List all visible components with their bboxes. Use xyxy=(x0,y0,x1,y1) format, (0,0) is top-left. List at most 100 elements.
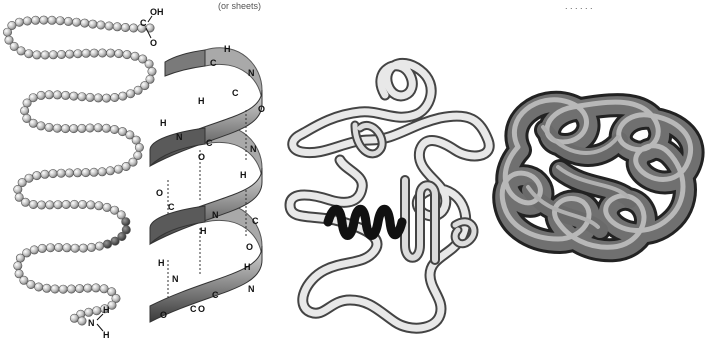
tertiary-structure-folded-ribbon xyxy=(290,63,489,328)
amino-acid-bead xyxy=(46,201,54,209)
amino-acid-bead xyxy=(14,262,22,270)
amino-acid-bead xyxy=(81,19,89,27)
helix-atom-label: N xyxy=(212,210,219,220)
amino-acid-bead xyxy=(103,203,111,211)
helix-atom-label: O xyxy=(258,104,265,114)
amino-acid-bead xyxy=(97,21,105,29)
helix-atom-label: H xyxy=(160,118,167,128)
helix-atom-label: C xyxy=(206,138,213,148)
amino-acid-bead xyxy=(57,169,65,177)
chain-hydrogen-bottom-label: H xyxy=(103,330,110,340)
helix-atom-label: H xyxy=(198,96,205,106)
amino-acid-bead xyxy=(67,285,75,293)
amino-acid-bead xyxy=(41,51,49,59)
amino-acid-bead xyxy=(61,124,69,132)
helix-atom-label: N xyxy=(248,284,255,294)
chain-nitrogen-label: N xyxy=(88,318,95,328)
helix-atom-label: O xyxy=(246,242,253,252)
secondary-structure-alpha-helix: CHNCHONHCONHCONHCONHCONHCO xyxy=(150,44,265,322)
amino-acid-bead xyxy=(78,317,86,325)
amino-acid-bead xyxy=(29,200,37,208)
amino-acid-bead xyxy=(82,49,90,57)
amino-acid-bead xyxy=(20,107,28,115)
helix-atom-label: H xyxy=(244,262,251,272)
amino-acid-bead xyxy=(78,200,86,208)
amino-acid-bead xyxy=(40,16,48,24)
amino-acid-bead xyxy=(119,92,127,100)
amino-acid-bead xyxy=(111,93,119,101)
helix-atom-label: O xyxy=(198,152,205,162)
amino-acid-bead xyxy=(122,162,130,170)
amino-acid-bead xyxy=(105,22,113,30)
amino-acid-bead xyxy=(84,284,92,292)
amino-acid-bead xyxy=(115,49,123,57)
amino-acid-bead xyxy=(25,50,33,58)
chain-hydrogen-top-label: H xyxy=(103,305,110,315)
helix-atom-label: C xyxy=(252,216,259,226)
amino-acid-bead xyxy=(63,244,71,252)
amino-acid-bead xyxy=(3,28,11,36)
chain-carbon-label: C xyxy=(140,18,147,28)
amino-acid-bead xyxy=(65,169,73,177)
amino-acid-bead xyxy=(14,185,22,193)
amino-acid-bead xyxy=(62,200,70,208)
amino-acid-bead xyxy=(56,17,64,25)
amino-acid-bead xyxy=(38,244,46,252)
amino-acid-bead xyxy=(78,124,86,132)
amino-acid-bead xyxy=(61,91,69,99)
helix-atom-label: H xyxy=(200,226,207,236)
amino-acid-bead xyxy=(126,90,134,98)
helix-atom-label: H xyxy=(158,258,165,268)
amino-acid-bead xyxy=(35,283,43,291)
amino-acid-bead xyxy=(23,99,31,107)
amino-acid-bead xyxy=(98,168,106,176)
helix-atom-label: C xyxy=(232,88,239,98)
helix-atom-label: C xyxy=(210,58,217,68)
amino-acid-bead xyxy=(51,285,59,293)
amino-acid-bead xyxy=(70,200,78,208)
amino-acid-bead xyxy=(94,94,102,102)
chain-hydroxyl-label: OH xyxy=(150,7,164,17)
helix-atom-label: N xyxy=(250,144,257,154)
amino-acid-bead xyxy=(102,124,110,132)
amino-acid-bead xyxy=(87,201,95,209)
amino-acid-bead xyxy=(59,285,67,293)
helix-atom-label: H xyxy=(224,44,231,54)
amino-acid-bead xyxy=(106,49,114,57)
helix-atom-label: C xyxy=(190,304,197,314)
amino-acid-bead xyxy=(86,93,94,101)
amino-acid-bead xyxy=(16,254,24,262)
amino-acid-bead xyxy=(70,92,78,100)
amino-acid-bead xyxy=(70,314,78,322)
amino-acid-bead xyxy=(89,20,97,28)
amino-acid-bead xyxy=(92,284,100,292)
amino-acid-bead xyxy=(45,123,53,131)
amino-acid-bead xyxy=(73,169,81,177)
helix-atom-label: N xyxy=(248,68,255,78)
amino-acid-bead xyxy=(43,284,51,292)
amino-acid-bead xyxy=(37,91,45,99)
amino-acid-bead xyxy=(41,170,49,178)
helix-atom-label: O xyxy=(160,310,167,320)
folded-ribbon-outline xyxy=(290,63,489,328)
helix-atom-label: O xyxy=(198,304,205,314)
amino-acid-bead xyxy=(113,23,121,31)
amino-acid-bead xyxy=(46,244,54,252)
amino-acid-bead xyxy=(23,17,31,25)
amino-acid-bead xyxy=(94,124,102,132)
amino-acid-beads xyxy=(3,16,156,325)
amino-acid-bead xyxy=(49,51,57,59)
helix-atom-label: N xyxy=(176,132,183,142)
amino-acid-bead xyxy=(114,165,122,173)
amino-acid-bead xyxy=(95,202,103,210)
amino-acid-bead xyxy=(79,244,87,252)
amino-acid-bead xyxy=(33,171,41,179)
amino-acid-bead xyxy=(30,246,38,254)
amino-acid-bead xyxy=(135,143,143,151)
chain-oxygen-label: O xyxy=(150,38,157,48)
amino-acid-bead xyxy=(53,91,61,99)
amino-acid-bead xyxy=(95,242,103,250)
amino-acid-bead-highlighted xyxy=(111,237,119,245)
amino-acid-bead xyxy=(27,280,35,288)
